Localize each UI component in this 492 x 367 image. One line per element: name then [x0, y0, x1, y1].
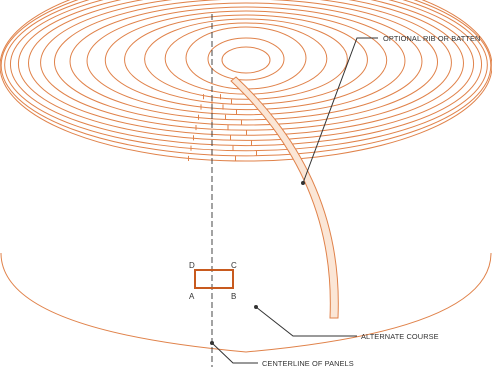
course-ring: [69, 2, 423, 121]
rib: [230, 76, 339, 319]
course-ring: [54, 0, 438, 126]
course-ring: [86, 6, 406, 116]
rib-label: OPTIONAL RIB OR BATTEN: [383, 34, 480, 43]
course-ring: [40, 0, 452, 131]
course-leader-line: [255, 306, 357, 337]
course-ring: [0, 0, 492, 162]
course-ring: [0, 0, 492, 157]
course-leader-dot: [254, 305, 258, 309]
course-ring: [10, 0, 482, 147]
cap-ring: [207, 37, 285, 81]
centerline-label: CENTERLINE OF PANELS: [262, 359, 354, 367]
corner-label-c: C: [231, 261, 237, 270]
highlighted-panel: [194, 269, 234, 289]
centerline-leader-dot: [210, 341, 214, 345]
corner-label-a: A: [189, 292, 195, 301]
corner-label-d: D: [189, 261, 195, 270]
course-ring: [104, 10, 388, 111]
cap-ring: [221, 46, 271, 74]
course-label: ALTERNATE COURSE: [361, 332, 439, 341]
dome-courses: [0, 0, 492, 353]
course-ring: [17, 0, 475, 141]
course-ring: [124, 14, 368, 105]
rib-leader-line: [302, 37, 378, 184]
course-ring: [144, 18, 348, 100]
centerline-leader-line: [211, 342, 258, 364]
dome-base-line: [0, 252, 492, 353]
corner-label-b: B: [231, 292, 236, 301]
rib-leader-dot: [301, 181, 305, 185]
course-ring: [164, 22, 328, 95]
course-ring: [4, 0, 488, 152]
